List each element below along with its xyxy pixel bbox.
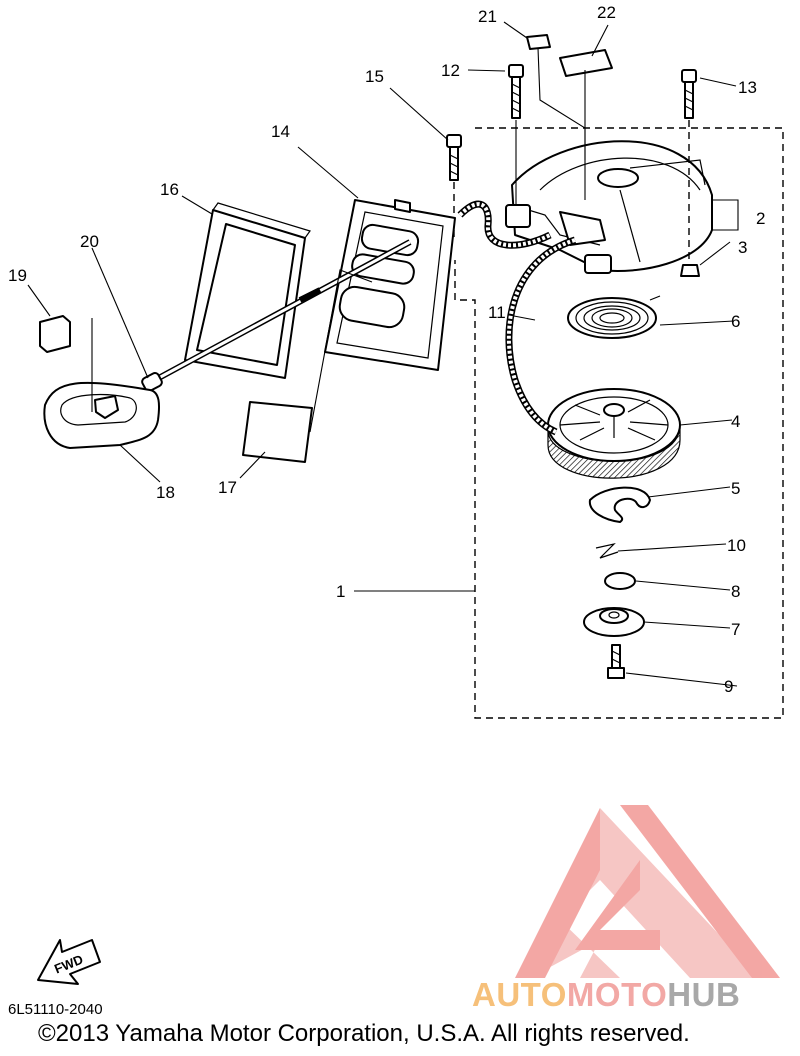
callout-1: 1: [336, 582, 345, 601]
callout-15: 15: [365, 67, 384, 86]
assembly-boundary: [454, 127, 784, 719]
callout-6: 6: [731, 312, 740, 331]
callouts: 1 2 3 4 5 6 7 8 9 10 11 12 13 14 15 16 1…: [8, 3, 765, 696]
automotohub-logo: [515, 805, 780, 978]
drawing-code: 6L51110-2040: [8, 1001, 103, 1018]
fwd-arrow-icon: [37, 939, 101, 985]
callout-14: 14: [271, 122, 290, 141]
callout-22: 22: [597, 3, 616, 22]
sheave-drum: [547, 388, 681, 479]
seal-16: [184, 202, 311, 379]
leader-lines: [27, 21, 739, 687]
plate-7: [583, 607, 645, 637]
callout-5: 5: [731, 479, 740, 498]
callout-21: 21: [478, 7, 497, 26]
label-21: [526, 34, 551, 50]
bolt-12: [508, 64, 524, 205]
callout-7: 7: [731, 620, 740, 639]
label-22: [559, 49, 613, 77]
callout-20: 20: [80, 232, 99, 251]
spring-10: [595, 542, 619, 559]
starter-handle-18: [43, 318, 160, 449]
callout-16: 16: [160, 180, 179, 199]
watermark-auto: AUTO: [472, 976, 567, 1013]
callout-4: 4: [731, 412, 740, 431]
cap-19: [39, 315, 71, 353]
callout-18: 18: [156, 483, 175, 502]
automotohub-watermark: AUTOMOTOHUB: [472, 976, 740, 1014]
bolt-9: [607, 644, 625, 679]
callout-13: 13: [738, 78, 757, 97]
callout-12: 12: [441, 61, 460, 80]
starter-rope-inner: [506, 238, 576, 434]
copyright-notice: ©2013 Yamaha Motor Corporation, U.S.A. A…: [38, 1020, 690, 1047]
spiral-spring: [567, 295, 661, 339]
starter-housing: [505, 140, 713, 274]
callout-8: 8: [731, 582, 740, 601]
bolt-13: [681, 69, 697, 270]
circlip-8: [604, 572, 636, 590]
callout-9: 9: [724, 677, 733, 696]
nut-3: [680, 264, 700, 277]
watermark-moto: MOTO: [566, 976, 668, 1013]
rope-guide-14: [324, 199, 456, 371]
rope-stopper-20: [141, 372, 163, 392]
callout-2: 2: [756, 209, 765, 228]
drive-plate: [588, 486, 651, 523]
callout-10: 10: [727, 536, 746, 555]
watermark-hub: HUB: [667, 976, 741, 1013]
callout-11: 11: [488, 303, 506, 322]
callout-19: 19: [8, 266, 27, 285]
callout-17: 17: [218, 478, 237, 497]
label-17: [242, 401, 313, 463]
callout-3: 3: [738, 238, 747, 257]
